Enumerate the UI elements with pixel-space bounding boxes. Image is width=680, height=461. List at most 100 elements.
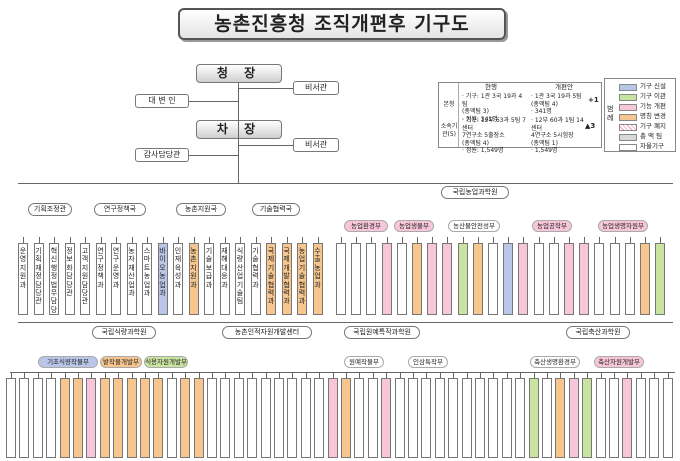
livestock-dept[interactable]: 축산생명환경부 xyxy=(530,356,580,368)
org-unit[interactable] xyxy=(287,378,298,458)
chief-box[interactable]: 청 장 xyxy=(196,64,282,83)
hq-unit[interactable]: 운영지원과 xyxy=(18,243,28,315)
org-unit[interactable] xyxy=(6,378,16,458)
org-unit[interactable] xyxy=(609,378,619,458)
org-unit[interactable] xyxy=(140,378,150,458)
livestock-dept[interactable]: 축산자원개발부 xyxy=(594,356,644,368)
hq-unit[interactable]: 정보화담당관 xyxy=(64,243,75,315)
org-unit[interactable] xyxy=(314,378,325,458)
org-unit[interactable] xyxy=(73,378,83,458)
hq-unit[interactable]: 바이오농업과 xyxy=(157,243,168,315)
hq-unit[interactable]: 기술협력과 xyxy=(250,243,261,315)
org-unit[interactable] xyxy=(367,378,378,458)
org-unit[interactable] xyxy=(99,378,110,458)
center-training[interactable]: 농촌인적자원개발센터 xyxy=(222,326,312,339)
org-unit[interactable] xyxy=(59,378,70,458)
org-unit[interactable] xyxy=(515,378,526,458)
hq-bureau[interactable]: 기술협력국 xyxy=(252,203,300,216)
hq-unit[interactable]: 국제기술협력과 xyxy=(266,243,276,315)
org-unit[interactable] xyxy=(533,243,544,315)
org-unit[interactable] xyxy=(457,243,468,315)
org-unit[interactable] xyxy=(180,378,191,458)
org-unit[interactable] xyxy=(220,378,231,458)
org-unit[interactable] xyxy=(207,378,217,458)
org-unit[interactable] xyxy=(448,378,459,458)
food-dept[interactable]: 식용자원개발부 xyxy=(144,356,188,368)
org-unit[interactable] xyxy=(624,243,635,315)
org-unit[interactable] xyxy=(32,378,43,458)
org-unit[interactable] xyxy=(542,378,552,458)
deputy-box[interactable]: 차 장 xyxy=(196,120,282,139)
org-unit[interactable] xyxy=(247,378,258,458)
org-unit[interactable] xyxy=(548,243,559,315)
hq-unit[interactable]: 고객지원담당관 xyxy=(80,243,90,315)
org-unit[interactable] xyxy=(594,243,605,315)
food-dept[interactable]: 기초식량작물부 xyxy=(38,356,98,368)
secretary-box-2[interactable]: 비서관 xyxy=(293,138,339,152)
org-unit[interactable] xyxy=(421,378,432,458)
secretary-box-1[interactable]: 비서관 xyxy=(293,81,339,95)
org-unit[interactable] xyxy=(518,243,529,315)
center-horticulture[interactable]: 국립원예특작과학원 xyxy=(344,326,420,339)
org-unit[interactable] xyxy=(113,378,124,458)
org-unit[interactable] xyxy=(555,378,566,458)
org-unit[interactable] xyxy=(46,378,57,458)
academy-dept[interactable]: 농산물안전성부 xyxy=(448,220,500,232)
hq-unit[interactable]: 기획재정담당관 xyxy=(33,243,44,315)
org-unit[interactable] xyxy=(412,243,422,315)
hq-unit[interactable]: 농업기술협력과 xyxy=(297,243,307,315)
hq-bureau[interactable]: 연구정책국 xyxy=(94,203,146,216)
spokesman-box[interactable]: 대 변 인 xyxy=(135,94,189,108)
hq-unit[interactable]: 식량산업기술팀 xyxy=(235,243,245,315)
org-unit[interactable] xyxy=(635,378,646,458)
org-unit[interactable] xyxy=(501,378,512,458)
org-unit[interactable] xyxy=(86,378,97,458)
academy-dept[interactable]: 농업생물부 xyxy=(394,220,434,232)
hq-unit[interactable]: 혁신행정법무담당관 xyxy=(49,243,59,315)
academy-agriculture[interactable]: 국립농업과학원 xyxy=(441,186,509,199)
org-unit[interactable] xyxy=(640,243,650,315)
org-unit[interactable] xyxy=(582,378,593,458)
hq-unit[interactable]: 기술보급과 xyxy=(204,243,214,315)
org-unit[interactable] xyxy=(341,378,351,458)
audit-box[interactable]: 감사담당관 xyxy=(135,148,189,162)
org-unit[interactable] xyxy=(193,378,204,458)
org-unit[interactable] xyxy=(166,378,177,458)
org-unit[interactable] xyxy=(394,378,405,458)
org-unit[interactable] xyxy=(475,378,485,458)
org-unit[interactable] xyxy=(568,378,579,458)
org-unit[interactable] xyxy=(408,378,418,458)
center-food[interactable]: 국립식량과학원 xyxy=(92,326,156,339)
org-unit[interactable] xyxy=(655,243,666,315)
food-dept[interactable]: 밭작물개발부 xyxy=(100,356,142,368)
org-unit[interactable] xyxy=(528,378,539,458)
org-unit[interactable] xyxy=(327,378,338,458)
org-unit[interactable] xyxy=(381,243,392,315)
hq-unit[interactable]: 농촌지원과 xyxy=(188,243,199,315)
org-unit[interactable] xyxy=(488,378,499,458)
org-unit[interactable] xyxy=(461,378,472,458)
hq-bureau[interactable]: 기획조정관 xyxy=(28,203,72,216)
hq-unit[interactable]: 국제개발협력과 xyxy=(281,243,292,315)
org-unit[interactable] xyxy=(19,378,30,458)
hq-unit[interactable]: 수출농업과 xyxy=(312,243,323,315)
org-unit[interactable] xyxy=(434,378,445,458)
org-unit[interactable] xyxy=(609,243,620,315)
org-unit[interactable] xyxy=(354,378,365,458)
org-unit[interactable] xyxy=(396,243,407,315)
hq-unit[interactable]: 스마트농업과 xyxy=(142,243,152,315)
hq-unit[interactable]: 연구운영과 xyxy=(111,243,121,315)
org-unit[interactable] xyxy=(260,378,271,458)
hort-dept[interactable]: 원예작물부 xyxy=(344,356,384,368)
org-unit[interactable] xyxy=(662,378,673,458)
org-unit[interactable] xyxy=(472,243,483,315)
org-unit[interactable] xyxy=(649,378,660,458)
hq-unit[interactable]: 인재육성과 xyxy=(173,243,183,315)
academy-dept[interactable]: 농업공학부 xyxy=(532,220,572,232)
hort-dept[interactable]: 인삼특작부 xyxy=(408,356,448,368)
org-unit[interactable] xyxy=(351,243,362,315)
org-unit[interactable] xyxy=(366,243,377,315)
org-unit[interactable] xyxy=(579,243,590,315)
org-unit[interactable] xyxy=(274,378,284,458)
hq-unit[interactable]: 연구정책과 xyxy=(95,243,106,315)
